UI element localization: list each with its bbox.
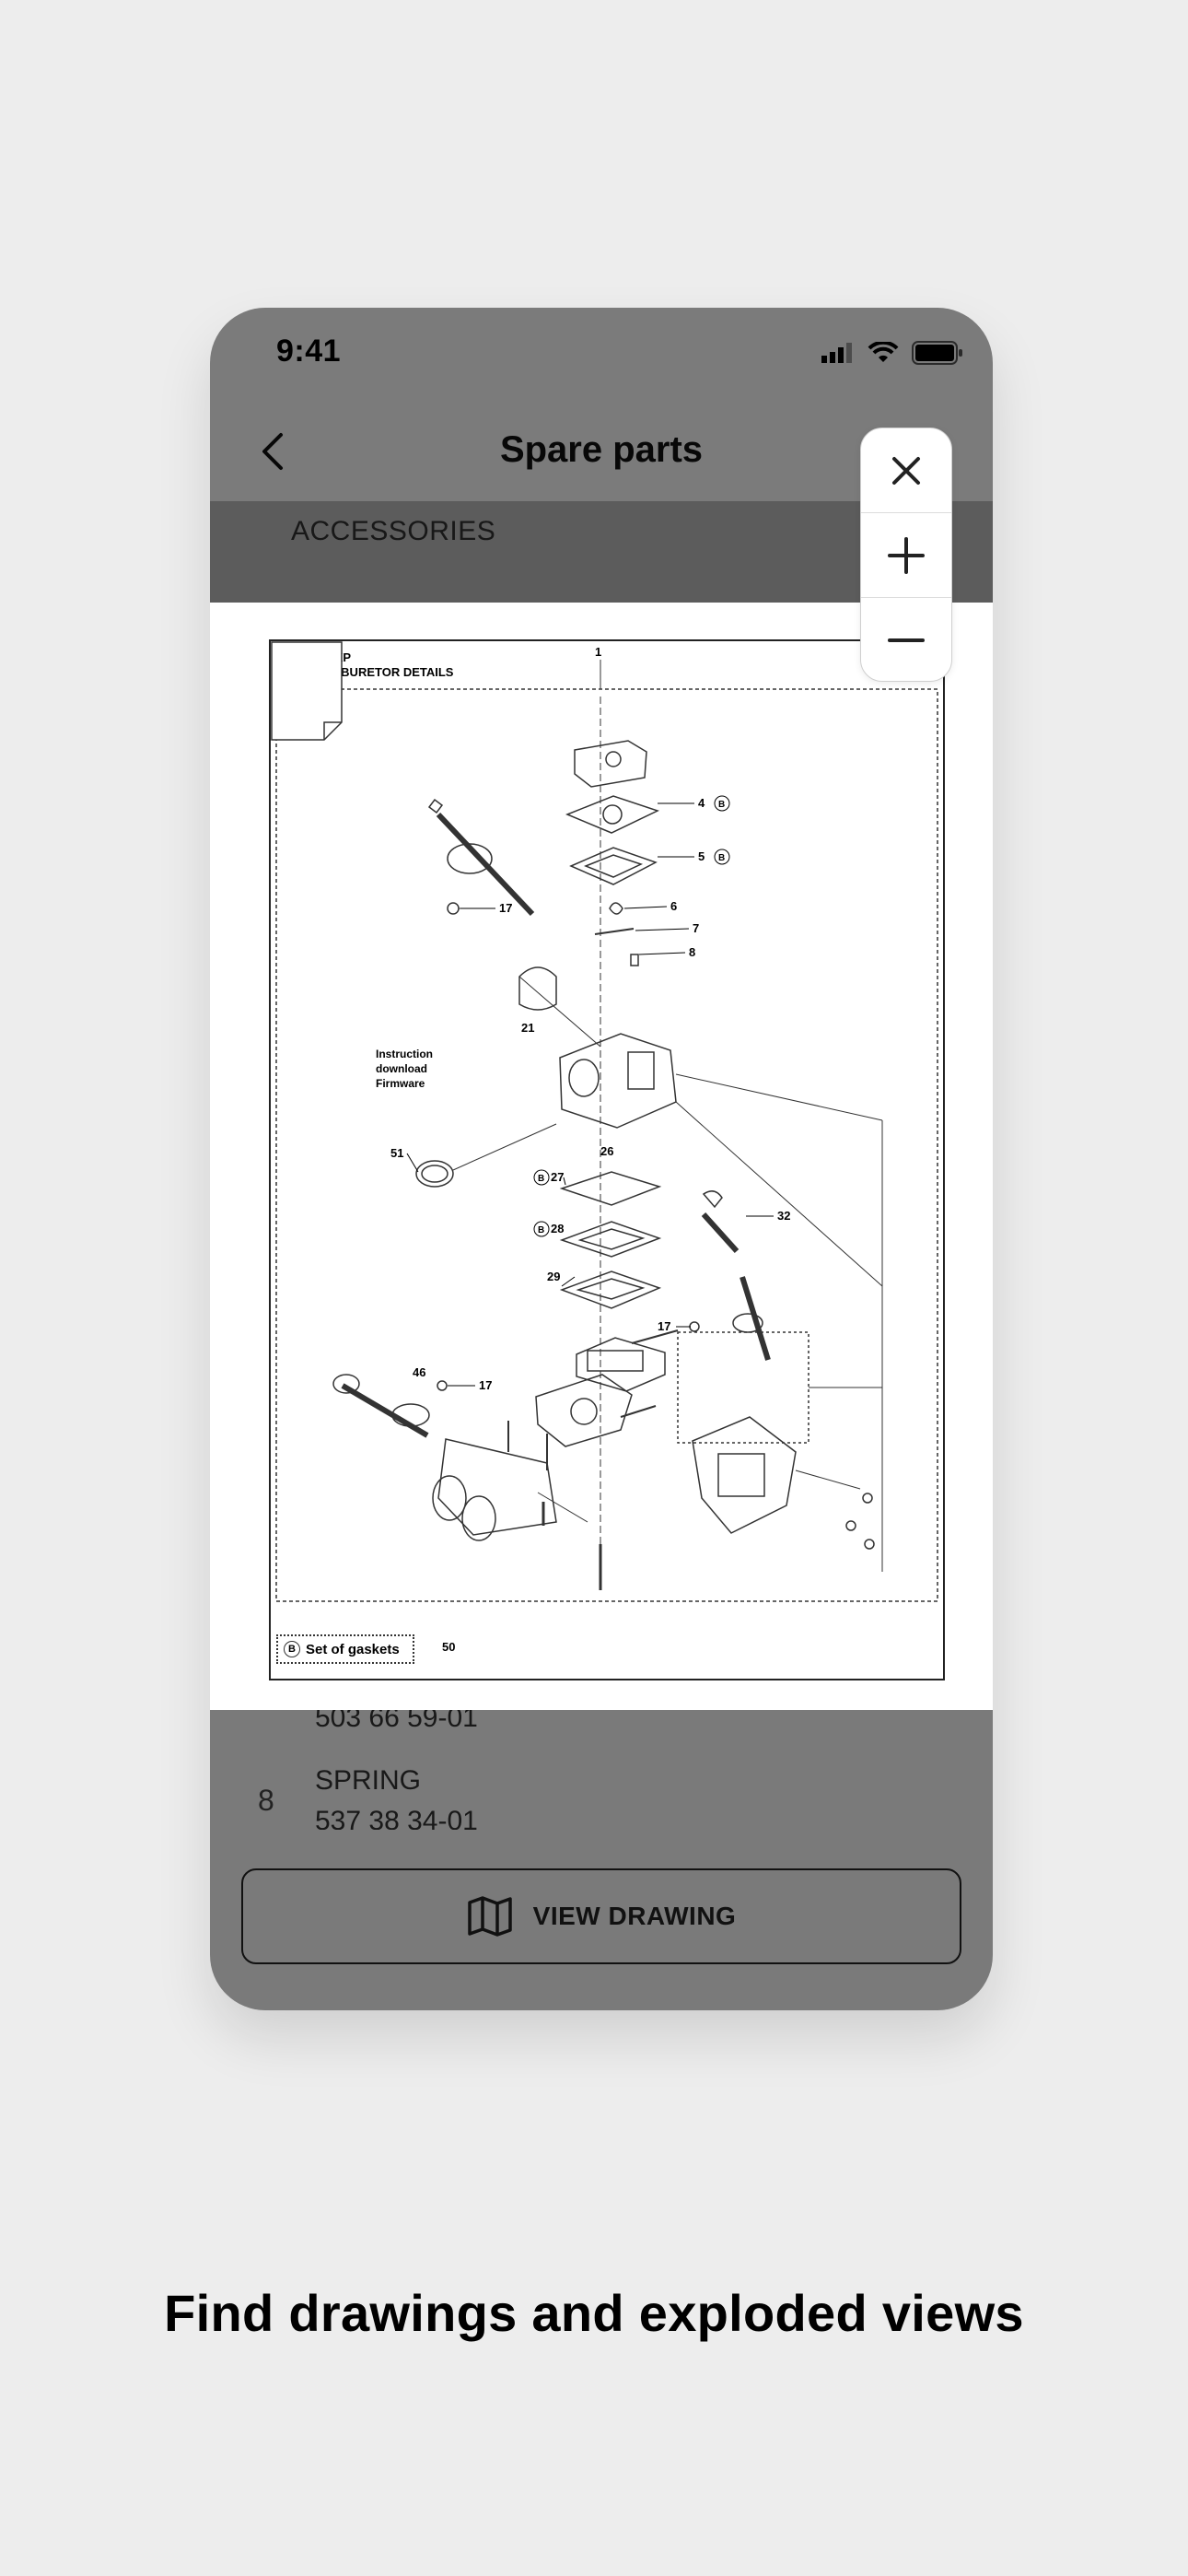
status-icons [821, 341, 963, 365]
marketing-caption: Find drawings and exploded views [164, 2284, 1024, 2342]
drawing-viewer[interactable]: 1 4 5 6 7 8 17 21 51 26 27 28 29 32 17 4… [210, 603, 993, 1710]
close-button[interactable] [861, 428, 951, 513]
callout: 4 [698, 796, 705, 810]
status-time: 9:41 [276, 334, 342, 369]
battery-icon [912, 341, 962, 365]
svg-text:B: B [718, 800, 725, 810]
callout: 17 [658, 1319, 670, 1333]
parts-list: 503 66 59-01 8 SPRING 537 38 34-01 VIEW … [210, 1703, 993, 2010]
zoom-in-button[interactable] [861, 513, 951, 598]
callout: 28 [551, 1222, 564, 1235]
row-index: 8 [258, 1784, 274, 1817]
document-icon [271, 641, 343, 741]
signal-icon [821, 343, 852, 363]
callout: 1 [595, 645, 601, 659]
wifi-icon [868, 342, 899, 362]
drawing-title: CARBURETOR DETAILS [315, 665, 454, 679]
zoom-controls [860, 427, 952, 682]
legend: B Set of gaskets [276, 1634, 414, 1664]
part-name: SPRING [315, 1765, 422, 1796]
legend-text: Set of gaskets [306, 1641, 400, 1657]
callout: 29 [547, 1270, 560, 1283]
callout: 32 [777, 1209, 790, 1223]
plus-icon [888, 536, 925, 574]
close-icon [892, 456, 920, 485]
svg-text:B: B [538, 1225, 544, 1235]
carburetor-diagram: 1 4 5 6 7 8 17 21 51 26 27 28 29 32 17 4… [275, 645, 938, 1602]
callout: 27 [551, 1170, 564, 1184]
exploded-drawing: 1 4 5 6 7 8 17 21 51 26 27 28 29 32 17 4… [269, 639, 945, 1680]
legend-badge: B [284, 1641, 300, 1657]
view-drawing-button[interactable]: VIEW DRAWING [241, 1868, 961, 1964]
callout: 8 [689, 945, 695, 959]
callout: 17 [499, 901, 512, 915]
zoom-out-button[interactable] [861, 598, 951, 681]
section-label: ACCESSORIES [291, 516, 496, 546]
instruction-note: Instruction download Firmware [376, 1048, 433, 1090]
status-bar: 9:41 [210, 308, 993, 400]
callout: 26 [600, 1144, 613, 1158]
callout: 46 [413, 1365, 425, 1379]
map-icon [467, 1896, 512, 1937]
callout: 6 [670, 899, 677, 913]
legend-number: 50 [442, 1640, 456, 1654]
callout: 5 [698, 849, 705, 863]
callout: 7 [693, 921, 699, 935]
callout: 51 [390, 1146, 403, 1160]
callout: 17 [479, 1378, 492, 1392]
svg-text:B: B [718, 853, 725, 863]
part-number: 537 38 34-01 [315, 1806, 478, 1830]
minus-icon [888, 638, 925, 642]
view-drawing-label: VIEW DRAWING [532, 1902, 737, 1930]
svg-text:B: B [538, 1174, 544, 1184]
callout: 21 [521, 1021, 534, 1035]
